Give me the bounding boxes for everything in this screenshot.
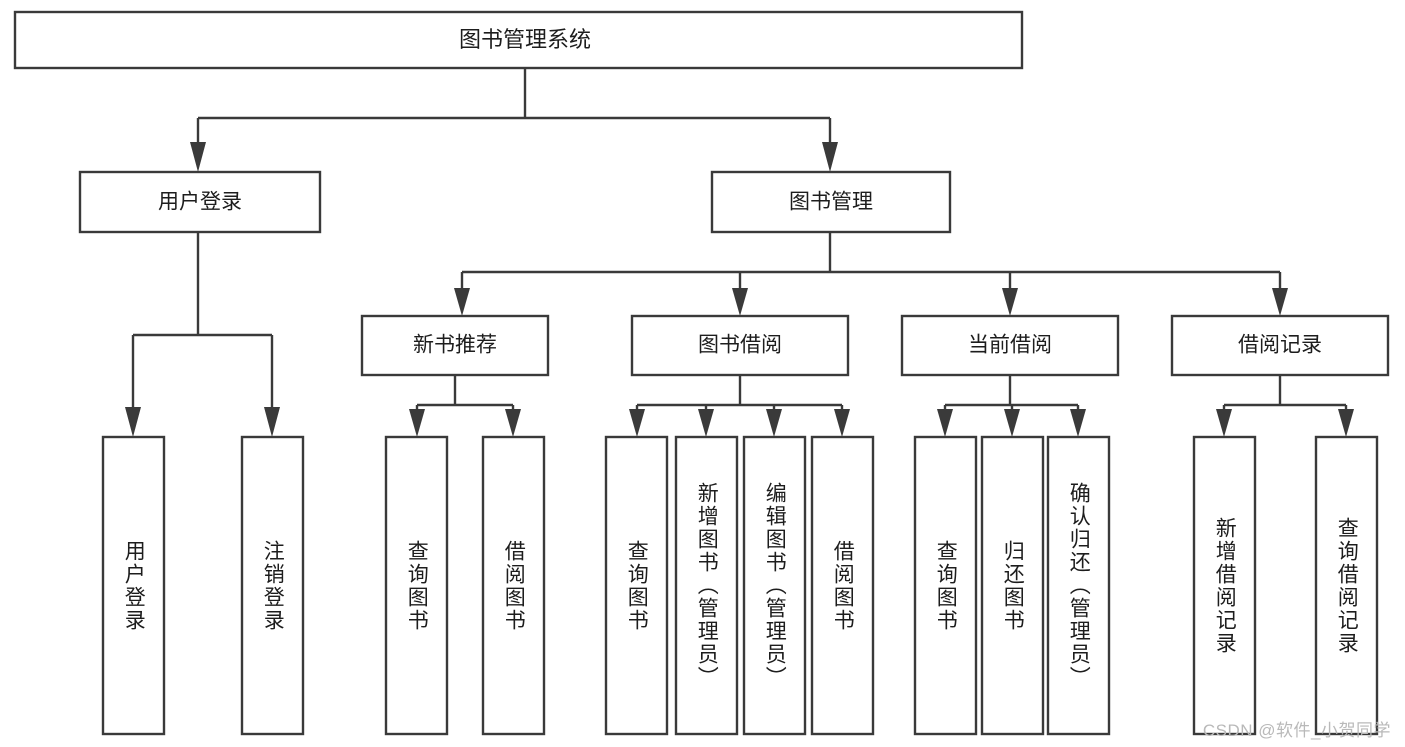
arrow-head-icon: [409, 409, 425, 437]
node-book-borrow-label: 图书借阅: [698, 334, 782, 357]
connector-group-book-management-to-level3: [454, 232, 1288, 316]
node-new-book-recommend[interactable]: 新书推荐: [360, 314, 550, 377]
arrow-head-icon: [834, 409, 850, 437]
arrow-head-icon: [1004, 409, 1020, 437]
node-root-label: 图书管理系统: [459, 27, 591, 52]
leaf-box-query-borrow-record[interactable]: [1314, 435, 1379, 736]
arrow-head-icon: [1070, 409, 1086, 437]
node-current-borrow[interactable]: 当前借阅: [900, 314, 1120, 377]
arrow-head-icon: [505, 409, 521, 437]
leaf-box-query-book-borrow[interactable]: [604, 435, 669, 736]
node-current-borrow-label: 当前借阅: [968, 334, 1052, 357]
arrow-head-icon: [1272, 288, 1288, 316]
arrow-head-icon: [629, 409, 645, 437]
leaf-box-query-book-current[interactable]: [913, 435, 978, 736]
node-book-management-box[interactable]: [710, 170, 952, 234]
connector-group-current-borrow-to-leaves: [937, 375, 1086, 437]
node-root[interactable]: 图书管理系统: [13, 10, 1024, 70]
node-borrow-records-label: 借阅记录: [1238, 334, 1322, 357]
node-user-login-label: 用户登录: [158, 191, 242, 214]
leaf-box-user-login[interactable]: [101, 435, 166, 736]
connector-group-borrow-records-to-leaves: [1216, 375, 1354, 437]
arrow-head-icon: [732, 288, 748, 316]
node-user-login-box[interactable]: [78, 170, 322, 234]
arrow-head-icon: [454, 288, 470, 316]
node-new-book-recommend-label: 新书推荐: [413, 334, 497, 357]
leaf-box-add-book-admin[interactable]: [674, 435, 739, 736]
node-book-borrow[interactable]: 图书借阅: [630, 314, 850, 377]
arrow-head-icon: [190, 142, 206, 172]
node-borrow-records[interactable]: 借阅记录: [1170, 314, 1390, 377]
node-book-management-label: 图书管理: [789, 191, 873, 214]
node-book-management[interactable]: 图书管理: [710, 170, 952, 234]
leaf-box-borrow-book[interactable]: [810, 435, 875, 736]
arrow-head-icon: [1216, 409, 1232, 437]
leaf-box-add-borrow-record[interactable]: [1192, 435, 1257, 736]
arrow-head-icon: [125, 407, 141, 437]
node-book-borrow-box[interactable]: [630, 314, 850, 377]
leaf-box-edit-book-admin[interactable]: [742, 435, 807, 736]
arrow-head-icon: [937, 409, 953, 437]
connector-group-book-borrow-to-leaves: [629, 375, 850, 437]
leaf-box-borrow-book-recommend[interactable]: [481, 435, 546, 736]
node-borrow-records-box[interactable]: [1170, 314, 1390, 377]
node-current-borrow-box[interactable]: [900, 314, 1120, 377]
node-new-book-recommend-box[interactable]: [360, 314, 550, 377]
leaf-box-group: [101, 435, 1379, 736]
node-root-box[interactable]: [13, 10, 1024, 70]
connector-group-new-book-recommend-to-leaves: [409, 375, 521, 437]
connector-group-user-login-to-leaves: [125, 232, 280, 437]
arrow-head-icon: [1338, 409, 1354, 437]
arrow-head-icon: [264, 407, 280, 437]
leaf-box-return-book[interactable]: [980, 435, 1045, 736]
leaf-box-confirm-return-admin[interactable]: [1046, 435, 1111, 736]
node-user-login[interactable]: 用户登录: [78, 170, 322, 234]
connector-group-root-to-level2: [190, 68, 838, 172]
leaf-box-query-book-recommend[interactable]: [384, 435, 449, 736]
arrow-head-icon: [698, 409, 714, 437]
arrow-head-icon: [1002, 288, 1018, 316]
arrow-head-icon: [766, 409, 782, 437]
arrow-head-icon: [822, 142, 838, 172]
csdn-watermark: CSDN @软件_小贺同学: [1202, 721, 1391, 740]
leaf-box-user-logout[interactable]: [240, 435, 305, 736]
